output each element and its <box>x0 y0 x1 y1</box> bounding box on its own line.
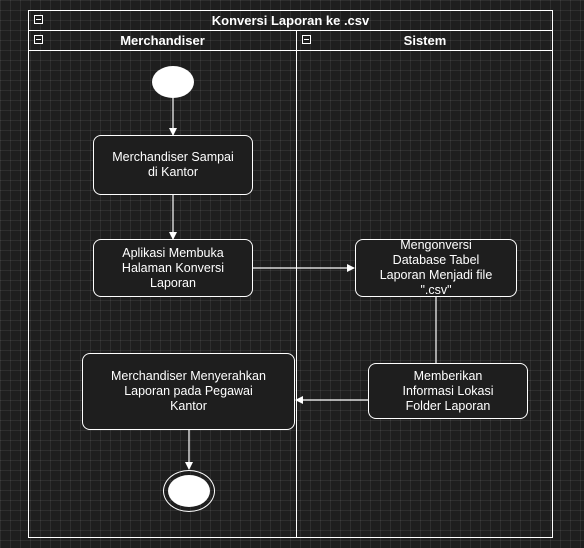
lane-header-sistem: Sistem <box>297 31 553 51</box>
activity-label: Aplikasi Membuka Halaman Konversi Lapora… <box>121 245 225 290</box>
start-node <box>152 66 194 98</box>
activity-convert-to-csv: Mengonversi Database Tabel Laporan Menja… <box>355 238 517 297</box>
lane-label-sistem: Sistem <box>403 33 447 48</box>
activity-provide-folder-info: Memberikan Informasi Lokasi Folder Lapor… <box>368 363 528 419</box>
lane-header-merchandiser: Merchandiser <box>29 31 296 51</box>
activity-open-conversion-page: Aplikasi Membuka Halaman Konversi Lapora… <box>93 239 253 297</box>
collapse-icon[interactable] <box>34 35 43 44</box>
activity-merchandiser-arrives: Merchandiser Sampai di Kantor <box>93 135 253 195</box>
end-node <box>163 470 215 512</box>
activity-label: Mengonversi Database Tabel Laporan Menja… <box>379 238 493 297</box>
collapse-icon[interactable] <box>34 15 43 24</box>
activity-label: Merchandiser Menyerahkan Laporan pada Pe… <box>111 369 266 413</box>
activity-label: Memberikan Informasi Lokasi Folder Lapor… <box>402 368 494 413</box>
end-node-inner <box>168 475 210 507</box>
activity-submit-report: Merchandiser Menyerahkan Laporan pada Pe… <box>82 353 295 430</box>
pool-header: Konversi Laporan ke .csv <box>29 11 552 31</box>
diagram-title: Konversi Laporan ke .csv <box>211 13 370 28</box>
lane-divider <box>296 31 297 538</box>
lane-label-merchandiser: Merchandiser <box>120 33 205 48</box>
swimlane-pool: Konversi Laporan ke .csv Merchandiser Si… <box>28 10 553 538</box>
collapse-icon[interactable] <box>302 35 311 44</box>
activity-label: Merchandiser Sampai di Kantor <box>112 150 234 179</box>
